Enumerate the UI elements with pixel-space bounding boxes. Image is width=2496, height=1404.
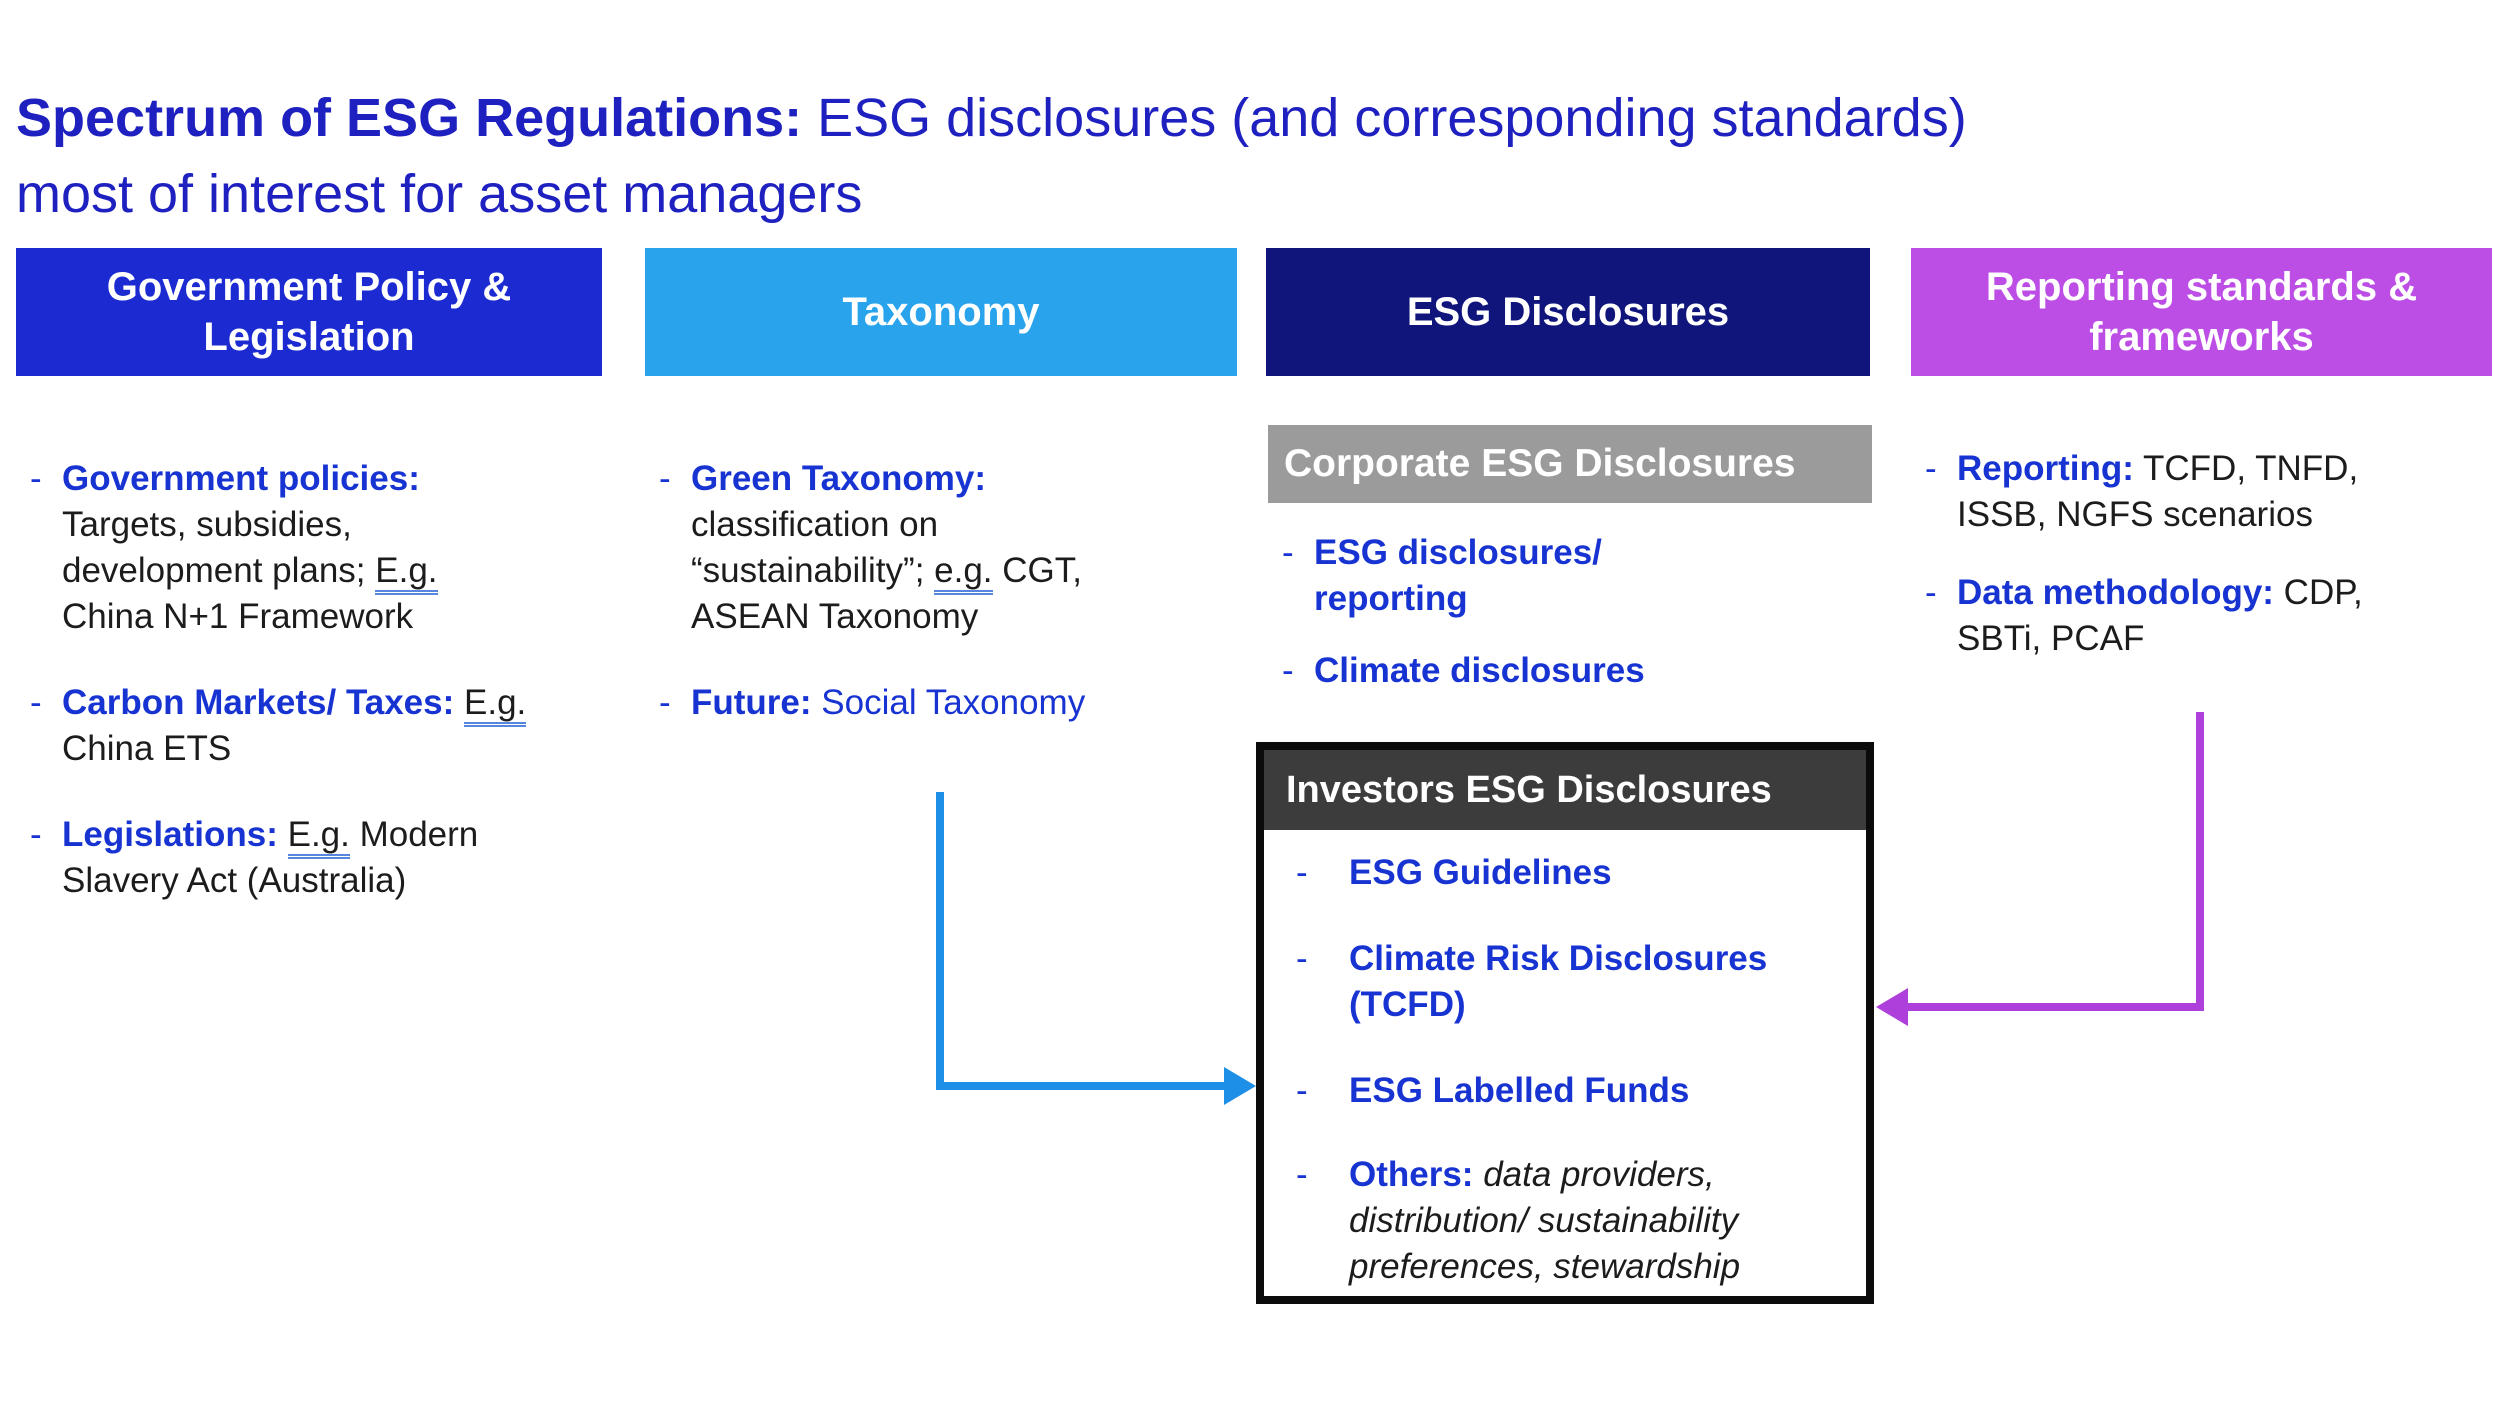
bullet-text: Data methodology: CDP,SBTi, PCAF (1957, 573, 2363, 658)
bullet-esg-disclosures-reporting: - ESG disclosures/reporting (1268, 530, 1878, 622)
bullet-text: Carbon Markets/ Taxes: E.g.China ETS (62, 683, 527, 768)
bullet-climate-risk-disclosures-tcfd: - Climate Risk Disclosures(TCFD) (1294, 936, 1856, 1028)
corporate-esg-disclosures-bar: Corporate ESG Disclosures (1268, 425, 1872, 503)
bullet-dash: - (1925, 573, 1937, 612)
arrowhead-right-icon (1224, 1067, 1256, 1105)
slide-title: Spectrum of ESG Regulations: ESG disclos… (16, 88, 1967, 224)
bullet-text: ESG Labelled Funds (1349, 1071, 1690, 1110)
bullet-dash: - (1296, 1155, 1308, 1194)
header-taxonomy: Taxonomy (645, 248, 1237, 376)
bullet-dash: - (30, 683, 42, 722)
bullet-text: Government policies:Targets, subsidies,d… (62, 459, 438, 636)
header-esg-disclosures: ESG Disclosures (1266, 248, 1870, 376)
bullet-dash: - (1296, 939, 1308, 978)
column-taxonomy: - Green Taxonomy:classification on“susta… (645, 456, 1245, 766)
bullet-text: Green Taxonomy:classification on“sustain… (691, 459, 1082, 636)
bullet-carbon-markets-taxes: - Carbon Markets/ Taxes: E.g.China ETS (16, 680, 602, 772)
bullet-climate-disclosures: - Climate disclosures (1268, 648, 1878, 694)
bullet-dash: - (1925, 449, 1937, 488)
bullet-government-policies: - Government policies:Targets, subsidies… (16, 456, 602, 640)
bullet-dash: - (659, 459, 671, 498)
investors-box-title: Investors ESG Disclosures (1264, 750, 1866, 830)
bullet-esg-guidelines: - ESG Guidelines (1294, 850, 1856, 896)
taxonomy-to-investors-arrow-horizontal (936, 1082, 1228, 1090)
bullet-dash: - (1296, 1071, 1308, 1110)
column-esg-disclosures: - ESG disclosures/reporting - Climate di… (1268, 530, 1878, 720)
taxonomy-to-investors-arrow-vertical (936, 792, 944, 1086)
column-government-policy: - Government policies:Targets, subsidies… (16, 456, 602, 944)
bullet-text: Future: Social Taxonomy (691, 683, 1086, 722)
bullet-future-social-taxonomy: - Future: Social Taxonomy (645, 680, 1245, 726)
header-government-policy-legislation: Government Policy & Legislation (16, 248, 602, 376)
bullet-dash: - (1282, 533, 1294, 572)
investors-box-body: - ESG Guidelines - Climate Risk Disclosu… (1264, 830, 1866, 1290)
bullet-text: Climate Risk Disclosures(TCFD) (1349, 939, 1768, 1024)
bullet-dash: - (659, 683, 671, 722)
bullet-dash: - (1282, 651, 1294, 690)
bullet-green-taxonomy: - Green Taxonomy:classification on“susta… (645, 456, 1245, 640)
bullet-text: Reporting: TCFD, TNFD,ISSB, NGFS scenari… (1957, 449, 2359, 534)
bullet-reporting: - Reporting: TCFD, TNFD,ISSB, NGFS scena… (1911, 446, 2496, 538)
bullet-text: ESG Guidelines (1349, 853, 1612, 892)
column-reporting-standards: - Reporting: TCFD, TNFD,ISSB, NGFS scena… (1911, 446, 2496, 694)
reporting-to-investors-arrow-horizontal (1900, 1003, 2204, 1011)
bullet-data-methodology: - Data methodology: CDP,SBTi, PCAF (1911, 570, 2496, 662)
header-reporting-standards-frameworks: Reporting standards & frameworks (1911, 248, 2492, 376)
bullet-text: ESG disclosures/reporting (1314, 533, 1602, 618)
reporting-to-investors-arrow-vertical (2196, 712, 2204, 1007)
bullet-text: Others: data providers,distribution/ sus… (1349, 1155, 1741, 1286)
bullet-dash: - (30, 815, 42, 854)
bullet-text: Climate disclosures (1314, 651, 1645, 690)
bullet-esg-labelled-funds: - ESG Labelled Funds (1294, 1068, 1856, 1114)
bullet-dash: - (1296, 853, 1308, 892)
arrowhead-left-icon (1876, 988, 1908, 1026)
bullet-dash: - (30, 459, 42, 498)
bullet-others: - Others: data providers,distribution/ s… (1294, 1152, 1856, 1290)
investors-esg-disclosures-box: Investors ESG Disclosures - ESG Guidelin… (1256, 742, 1874, 1304)
